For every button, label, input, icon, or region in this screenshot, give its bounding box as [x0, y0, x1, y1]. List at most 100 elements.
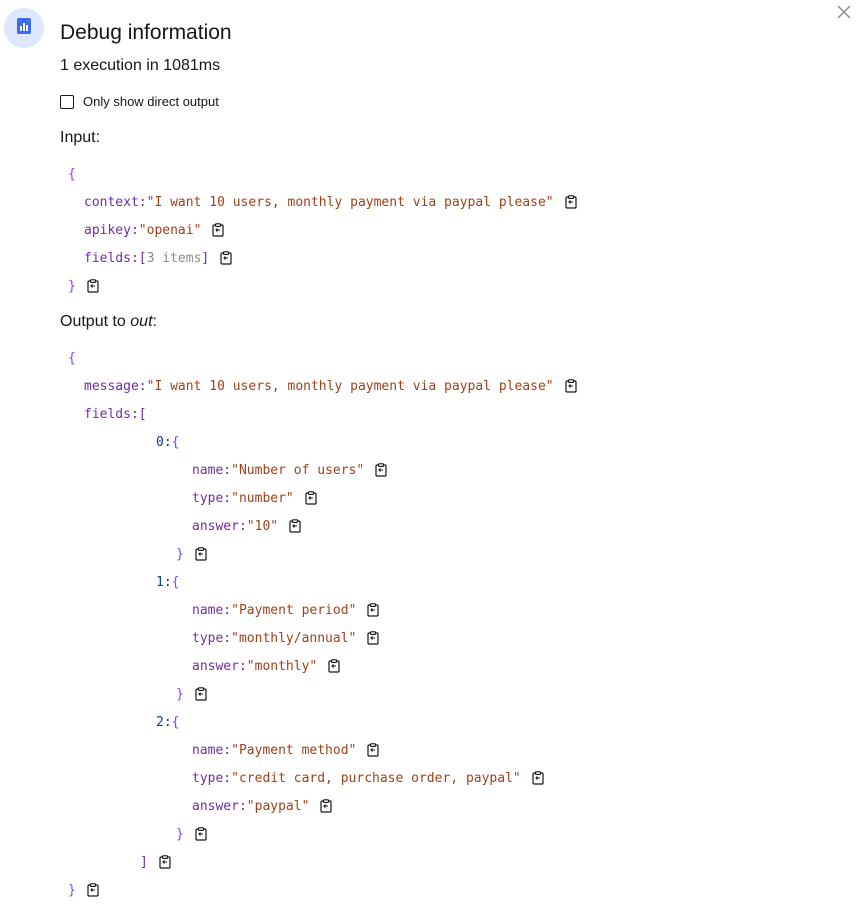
copy-icon[interactable]	[211, 222, 225, 238]
copy-icon[interactable]	[158, 854, 172, 870]
json-key: type:	[192, 630, 232, 646]
copy-icon[interactable]	[374, 462, 388, 478]
page-title: Debug information	[60, 21, 232, 44]
json-string-value: "I want 10 users, monthly payment via pa…	[146, 378, 554, 394]
json-index: 0:	[156, 434, 172, 450]
output-item-prop-line: type: "number"	[192, 484, 318, 512]
copy-icon[interactable]	[366, 742, 380, 758]
copy-icon[interactable]	[531, 770, 545, 786]
copy-icon[interactable]	[366, 602, 380, 618]
input-open-line: {	[68, 160, 76, 188]
json-key: fields:	[84, 250, 139, 266]
json-collapsed-items[interactable]: 3 items	[146, 250, 202, 266]
copy-icon[interactable]	[194, 826, 208, 842]
json-key: apikey:	[84, 222, 139, 238]
execution-summary: 1 execution in 1081ms	[60, 57, 221, 74]
json-string-value: "monthly/annual"	[231, 630, 357, 646]
json-array-close: ]	[201, 250, 210, 266]
output-heading-target: out	[130, 313, 153, 330]
output-heading-prefix: Output to	[60, 313, 131, 330]
output-item-prop-line: answer: "paypal"	[192, 792, 333, 820]
json-close-brace: }	[176, 546, 184, 562]
output-item-prop-line: name: "Payment method"	[192, 736, 380, 764]
output-item-prop-line: name: "Number of users"	[192, 456, 388, 484]
copy-icon[interactable]	[194, 546, 208, 562]
json-key: name:	[192, 602, 232, 618]
input-field-line: apikey: "openai"	[84, 216, 225, 244]
output-item-close-line: }	[176, 540, 208, 568]
output-open-line: {	[68, 344, 76, 372]
output-item-open-line: 0: {	[156, 428, 179, 456]
json-key: name:	[192, 742, 232, 758]
output-item-prop-line: answer: "10"	[192, 512, 302, 540]
copy-icon[interactable]	[319, 798, 333, 814]
json-string-value: "10"	[246, 518, 279, 534]
debug-badge	[4, 8, 44, 48]
output-item-open-line: 1: {	[156, 568, 179, 596]
json-string-value: "number"	[231, 490, 294, 506]
close-button[interactable]	[832, 2, 856, 26]
json-array-open: [	[138, 250, 147, 266]
copy-icon[interactable]	[194, 686, 208, 702]
output-fields-close-line: ]	[140, 848, 172, 876]
direct-output-checkbox[interactable]	[60, 95, 74, 109]
json-open-brace: {	[171, 434, 180, 450]
output-message-line: message: "I want 10 users, monthly payme…	[84, 372, 578, 400]
direct-output-label: Only show direct output	[83, 94, 219, 109]
close-icon	[836, 4, 852, 25]
json-open-brace: {	[68, 350, 76, 366]
output-heading-suffix: :	[152, 313, 157, 330]
json-index: 2:	[156, 714, 172, 730]
copy-icon[interactable]	[564, 194, 578, 210]
json-array-close: ]	[140, 854, 148, 870]
output-item-open-line: 2: {	[156, 708, 179, 736]
copy-icon[interactable]	[86, 882, 100, 898]
json-key: name:	[192, 462, 232, 478]
json-key: answer:	[192, 658, 247, 674]
json-open-brace: {	[171, 574, 180, 590]
json-key: answer:	[192, 518, 247, 534]
json-close-brace: }	[176, 826, 184, 842]
copy-icon[interactable]	[564, 378, 578, 394]
json-key: answer:	[192, 798, 247, 814]
copy-icon[interactable]	[86, 278, 100, 294]
input-field-line: context: "I want 10 users, monthly payme…	[84, 188, 578, 216]
output-item-prop-line: name: "Payment period"	[192, 596, 380, 624]
copy-icon[interactable]	[327, 658, 341, 674]
output-item-prop-line: answer: "monthly"	[192, 652, 341, 680]
copy-icon[interactable]	[219, 250, 233, 266]
json-index: 1:	[156, 574, 172, 590]
json-key: fields:	[84, 406, 139, 422]
output-heading: Output to out:	[60, 312, 157, 332]
json-string-value: "credit card, purchase order, paypal"	[231, 770, 521, 786]
output-item-prop-line: type: "credit card, purchase order, payp…	[192, 764, 545, 792]
json-string-value: "I want 10 users, monthly payment via pa…	[146, 194, 554, 210]
json-string-value: "monthly"	[246, 658, 318, 674]
json-close-brace: }	[176, 686, 184, 702]
copy-icon[interactable]	[288, 518, 302, 534]
output-fields-line: fields: [	[84, 400, 147, 428]
output-item-prop-line: type: "monthly/annual"	[192, 624, 380, 652]
bar-chart-icon	[16, 17, 32, 40]
output-close-line: }	[68, 876, 100, 904]
json-key: type:	[192, 490, 232, 506]
output-item-close-line: }	[176, 820, 208, 848]
json-key: context:	[84, 194, 147, 210]
input-close-line: }	[68, 272, 100, 300]
direct-output-toggle[interactable]: Only show direct output	[60, 93, 219, 111]
output-item-close-line: }	[176, 680, 208, 708]
input-field-line: fields: [3 items]	[84, 244, 233, 272]
json-string-value: "openai"	[138, 222, 202, 238]
json-key: message:	[84, 378, 147, 394]
copy-icon[interactable]	[304, 490, 318, 506]
json-string-value: "Number of users"	[231, 462, 365, 478]
copy-icon[interactable]	[366, 630, 380, 646]
json-array-open: [	[138, 406, 147, 422]
json-key: type:	[192, 770, 232, 786]
json-open-brace: {	[171, 714, 180, 730]
json-string-value: "Payment method"	[231, 742, 357, 758]
json-string-value: "Payment period"	[231, 602, 357, 618]
json-open-brace: {	[68, 166, 76, 182]
json-close-brace: }	[68, 278, 76, 294]
json-close-brace: }	[68, 882, 76, 898]
